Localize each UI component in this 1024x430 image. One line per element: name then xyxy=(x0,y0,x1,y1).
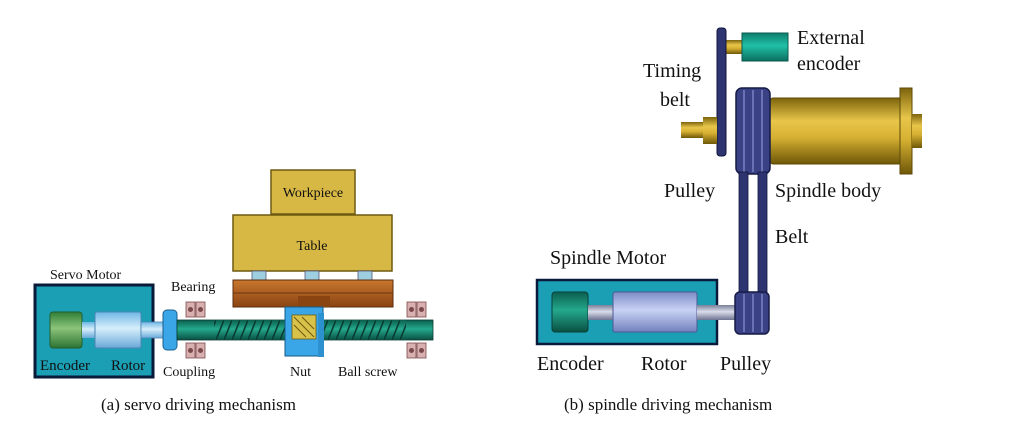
spindle-flange xyxy=(899,87,913,175)
timing-belt-label-1: Timing xyxy=(643,60,701,82)
table-foot-right xyxy=(357,270,373,281)
pulley-bottom-label: Pulley xyxy=(720,353,771,375)
panel-a: Workpiece Table Servo Motor Encoder Roto… xyxy=(33,169,434,414)
external-encoder xyxy=(741,32,789,62)
bearing-left xyxy=(185,301,206,359)
belt-right xyxy=(757,171,768,299)
servo-rotor xyxy=(82,322,95,338)
servo-encoder-label: Encoder xyxy=(40,358,90,374)
servo-rotor-label: Rotor xyxy=(111,358,145,374)
servo-motor-label: Servo Motor xyxy=(50,268,122,283)
workpiece-block xyxy=(270,169,356,215)
bearing-right xyxy=(406,301,427,359)
table-foot-mid xyxy=(304,270,320,281)
external-encoder-label-1: External xyxy=(797,27,865,49)
pulley-top-label: Pulley xyxy=(664,180,715,202)
timing-belt-label-2: belt xyxy=(660,89,690,111)
spindle-encoder xyxy=(551,291,589,333)
pulley-bottom xyxy=(734,291,770,335)
caption-a: (a) servo driving mechanism xyxy=(101,395,296,414)
ball-screw-label: Ball screw xyxy=(338,365,398,380)
spindle-body xyxy=(769,97,903,165)
timing-belt xyxy=(716,27,727,157)
external-encoder-label-2: encoder xyxy=(797,53,861,75)
table-foot-left xyxy=(251,270,267,281)
spindle-encoder-label: Encoder xyxy=(537,353,604,375)
servo-encoder xyxy=(49,311,83,349)
coupling xyxy=(162,309,178,351)
table-block xyxy=(232,214,393,272)
coupling-label: Coupling xyxy=(163,365,215,380)
panel-b: External encoder Timing belt Spindle bod… xyxy=(535,27,922,414)
spindle-motor-label: Spindle Motor xyxy=(550,247,666,269)
servo-rotor-body xyxy=(94,311,142,349)
workpiece-label: Workpiece xyxy=(283,186,343,201)
spindle-body-label: Spindle body xyxy=(775,180,881,202)
external-encoder-shaft xyxy=(726,40,742,54)
nut-label: Nut xyxy=(290,365,311,380)
spindle-hub xyxy=(703,117,717,144)
spindle-nose xyxy=(912,114,922,148)
spindle-rotor xyxy=(612,291,698,333)
servo-shaft xyxy=(140,321,166,339)
spindle-rotor-label: Rotor xyxy=(641,353,687,375)
belt-left xyxy=(738,171,749,299)
spindle-motor-shaft xyxy=(697,305,735,320)
caption-b: (b) spindle driving mechanism xyxy=(564,395,772,414)
spindle-shaft-left xyxy=(681,122,703,138)
belt-label: Belt xyxy=(775,226,809,248)
table-label: Table xyxy=(297,239,328,254)
bearing-label: Bearing xyxy=(171,280,215,295)
